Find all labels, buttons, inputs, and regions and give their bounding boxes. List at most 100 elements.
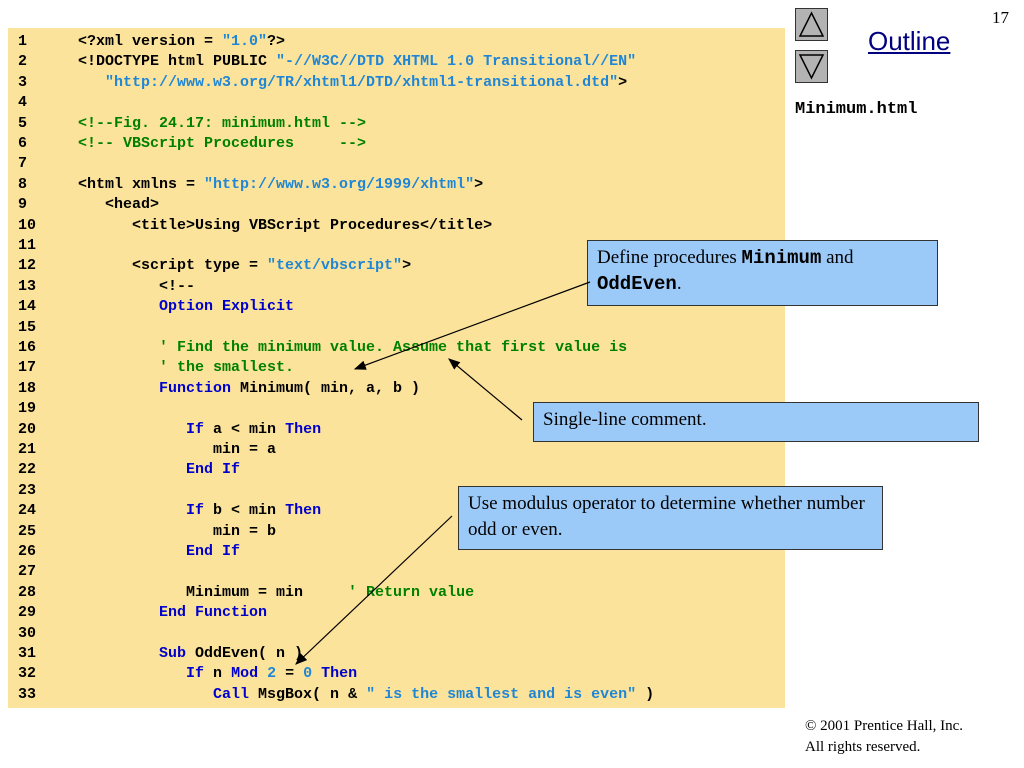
copyright-footer: © 2001 Prentice Hall, Inc. All rights re… [805, 716, 963, 758]
callout-code-oddeven: OddEven [597, 273, 677, 295]
code-text: "http://www.w3.org/TR/xhtml1/DTD/xhtml1-… [78, 73, 627, 93]
code-token: <head> [78, 196, 160, 214]
file-name: Minimum.html [795, 100, 918, 119]
code-line: 18 Function Minimum( min, a, b ) [8, 379, 785, 399]
code-token: "http://www.w3.org/TR/xhtml1/DTD/xhtml1-… [105, 73, 619, 91]
rights-line: All rights reserved. [805, 739, 921, 755]
code-token: <?xml version = [78, 33, 223, 50]
code-token: > [402, 257, 412, 275]
code-token: Then [321, 665, 358, 683]
line-number: 14 [18, 298, 37, 316]
callout-modulus-operator: Use modulus operator to determine whethe… [458, 486, 883, 550]
code-text: <!-- VBScript Procedures --> [78, 134, 366, 154]
code-token: End If [186, 543, 241, 560]
code-token: OddEven( n ) [186, 645, 304, 662]
code-token: " is the smallest and is even" [366, 685, 637, 703]
code-text: End If [78, 460, 240, 480]
code-line: 17 ' the smallest. [8, 358, 785, 378]
code-token: Mod [231, 665, 259, 683]
code-token [78, 604, 159, 621]
callout-text: Single-line comment. [543, 409, 707, 430]
code-text: <!--Fig. 24.17: minimum.html --> [78, 114, 366, 134]
line-number: 2 [18, 53, 28, 71]
code-line: 9 <head> [8, 195, 785, 215]
code-token: <!DOCTYPE html PUBLIC [78, 53, 277, 71]
code-token: <!-- VBScript Procedures --> [78, 135, 367, 152]
code-token: > [618, 73, 628, 91]
page-number: 17 [992, 8, 1009, 27]
code-text: min = b [78, 522, 276, 542]
code-line: 6 <!-- VBScript Procedures --> [8, 134, 785, 154]
callout-text: and [821, 247, 854, 268]
line-number: 20 [18, 420, 37, 438]
code-token: ' the smallest. [78, 359, 295, 377]
code-token [78, 461, 186, 478]
code-line: 3 "http://www.w3.org/TR/xhtml1/DTD/xhtml… [8, 73, 785, 93]
code-text: min = a [78, 440, 276, 460]
line-number: 22 [18, 461, 37, 479]
code-token: n [204, 665, 232, 683]
code-token [78, 543, 186, 560]
code-token: Function [159, 379, 232, 397]
code-token: <!--Fig. 24.17: minimum.html --> [78, 114, 367, 132]
line-number: 29 [18, 604, 37, 622]
callout-single-line-comment: Single-line comment. [533, 402, 979, 442]
code-line: 26 End If [8, 542, 785, 562]
line-number: 8 [18, 175, 28, 193]
code-text: Function Minimum( min, a, b ) [78, 379, 420, 399]
code-line: 31 Sub OddEven( n ) [8, 644, 785, 664]
line-number: 3 [18, 73, 28, 91]
code-token [78, 380, 159, 397]
code-text: ' the smallest. [78, 358, 294, 378]
line-number: 23 [18, 481, 37, 499]
code-line: 4 [8, 93, 785, 113]
copyright-line: © 2001 Prentice Hall, Inc. [805, 718, 964, 734]
code-token: Minimum = min [78, 583, 349, 601]
line-number: 28 [18, 583, 37, 601]
code-line: 21 min = a [8, 440, 785, 460]
code-line: 11 [8, 236, 785, 256]
code-token: b < min [204, 502, 286, 520]
line-number: 25 [18, 522, 37, 540]
code-token: "1.0" [222, 33, 268, 50]
code-line: 2 <!DOCTYPE html PUBLIC "-//W3C//DTD XHTM… [8, 52, 785, 72]
code-token: min = a [78, 441, 277, 458]
line-number: 30 [18, 624, 37, 642]
code-token: <script type = [78, 257, 268, 275]
code-token: Then [285, 420, 322, 438]
code-text: <!DOCTYPE html PUBLIC "-//W3C//DTD XHTML… [78, 52, 636, 72]
code-token: Minimum( min, a, b ) [231, 379, 421, 397]
code-text: Call MsgBox( n & " is the smallest and i… [78, 685, 654, 705]
code-token: a < min [204, 420, 286, 438]
code-text: <script type = "text/vbscript"> [78, 256, 411, 276]
code-token: "text/vbscript" [267, 257, 403, 275]
code-token: ' Return value [348, 583, 475, 601]
code-line: 16 ' Find the minimum value. Assume that… [8, 338, 785, 358]
line-number: 6 [18, 135, 28, 152]
callout-code-minimum: Minimum [741, 247, 822, 269]
code-token: End Function [159, 604, 268, 622]
line-number: 27 [18, 563, 37, 581]
code-token: 0 [303, 665, 313, 683]
code-token: > [474, 175, 484, 193]
code-token: <title>Using VBScript Procedures</title> [78, 216, 493, 234]
outline-link[interactable]: Outline [868, 26, 951, 56]
code-line: 7 [8, 154, 785, 174]
code-line: 32 If n Mod 2 = 0 Then [8, 664, 785, 684]
code-text: End If [78, 542, 240, 562]
code-line: 10 <title>Using VBScript Procedures</tit… [8, 216, 785, 236]
next-slide-button[interactable] [795, 50, 828, 83]
code-token: ' Find the minimum value. Assume that fi… [78, 339, 628, 356]
code-line: 30 [8, 624, 785, 644]
code-line: 33 Call MsgBox( n & " is the smallest an… [8, 685, 785, 705]
code-text: End Function [78, 603, 267, 623]
code-token [78, 665, 186, 682]
code-text: Minimum = min ' Return value [78, 583, 474, 603]
code-token: min = b [78, 522, 277, 540]
code-text: Option Explicit [78, 297, 294, 317]
previous-slide-button[interactable] [795, 8, 828, 41]
line-number: 4 [18, 94, 28, 112]
callout-define-procedures: Define procedures Minimum and OddEven. [587, 240, 938, 306]
code-token: Then [285, 502, 322, 520]
code-line: 22 End If [8, 460, 785, 480]
